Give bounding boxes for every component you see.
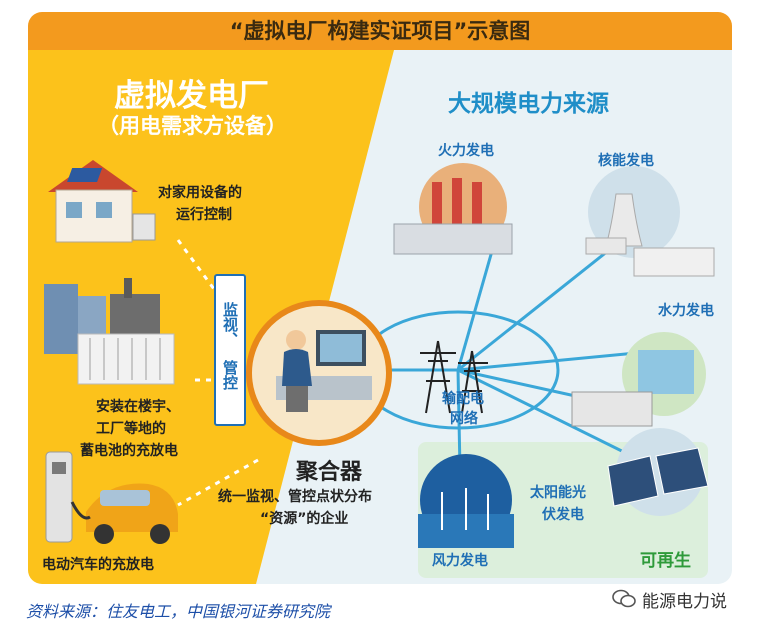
monitor-label-1: 监视、 [221, 302, 239, 347]
building-battery-icon [44, 278, 175, 385]
battery-label-line3: 蓄电池的充放电 [80, 443, 178, 459]
large-power-heading: 大规模电力来源 [448, 91, 609, 117]
ev-label: 电动汽车的充放电 [42, 557, 154, 573]
transmission-tower-icon [420, 340, 488, 414]
aggregator-operator-icon [246, 300, 392, 446]
monitor-label-2: 管控 [221, 360, 239, 390]
watermark: 能源电力说 [612, 586, 727, 612]
wechat-icon [612, 589, 636, 608]
house-icon [48, 160, 156, 243]
battery-label-line2: 工厂等地的 [96, 421, 166, 437]
thermal-label: 火力发电 [438, 143, 494, 159]
watermark-text: 能源电力说 [642, 591, 727, 612]
nuclear-plant-icon [585, 166, 715, 277]
virtual-plant-heading: 虚拟发电厂 [114, 78, 269, 114]
monitor-control-box [214, 274, 246, 426]
battery-label-line1: 安装在楼宇、 [96, 399, 180, 415]
home-control-label-line2: 运行控制 [176, 207, 232, 223]
grid-label-line2: 网络 [450, 411, 478, 427]
wind-turbine-icon [418, 454, 514, 548]
hydro-plant-icon [571, 332, 706, 427]
hydro-label: 水力发电 [658, 303, 714, 319]
thermal-plant-icon [393, 163, 513, 255]
renewable-label: 可再生 [640, 551, 691, 571]
source-caption: 资料来源：住友电工，中国银河证券研究院 [26, 602, 331, 621]
aggregator-desc-line1: 统一监视、管控点状分布 [218, 489, 372, 505]
title-bar [28, 12, 732, 50]
grid-label-line1: 输配电 [442, 391, 484, 407]
wind-label: 风力发电 [432, 553, 488, 569]
home-control-label-line1: 对家用设备的 [158, 185, 242, 201]
aggregator-title: 聚合器 [296, 460, 363, 485]
diagram-title: “虚拟电厂构建实证项目”示意图 [229, 19, 531, 43]
virtual-plant-subheading: （用电需求方设备） [98, 114, 287, 138]
solar-label-line2: 伏发电 [542, 507, 584, 523]
ev-charging-icon [45, 451, 178, 544]
solar-label-line1: 太阳能光 [530, 485, 586, 501]
aggregator-desc-line2: “资源”的企业 [260, 511, 349, 527]
solar-panel-icon [607, 428, 709, 516]
nuclear-label: 核能发电 [598, 153, 654, 169]
diagram-card: “虚拟电厂构建实证项目”示意图 [28, 12, 732, 584]
